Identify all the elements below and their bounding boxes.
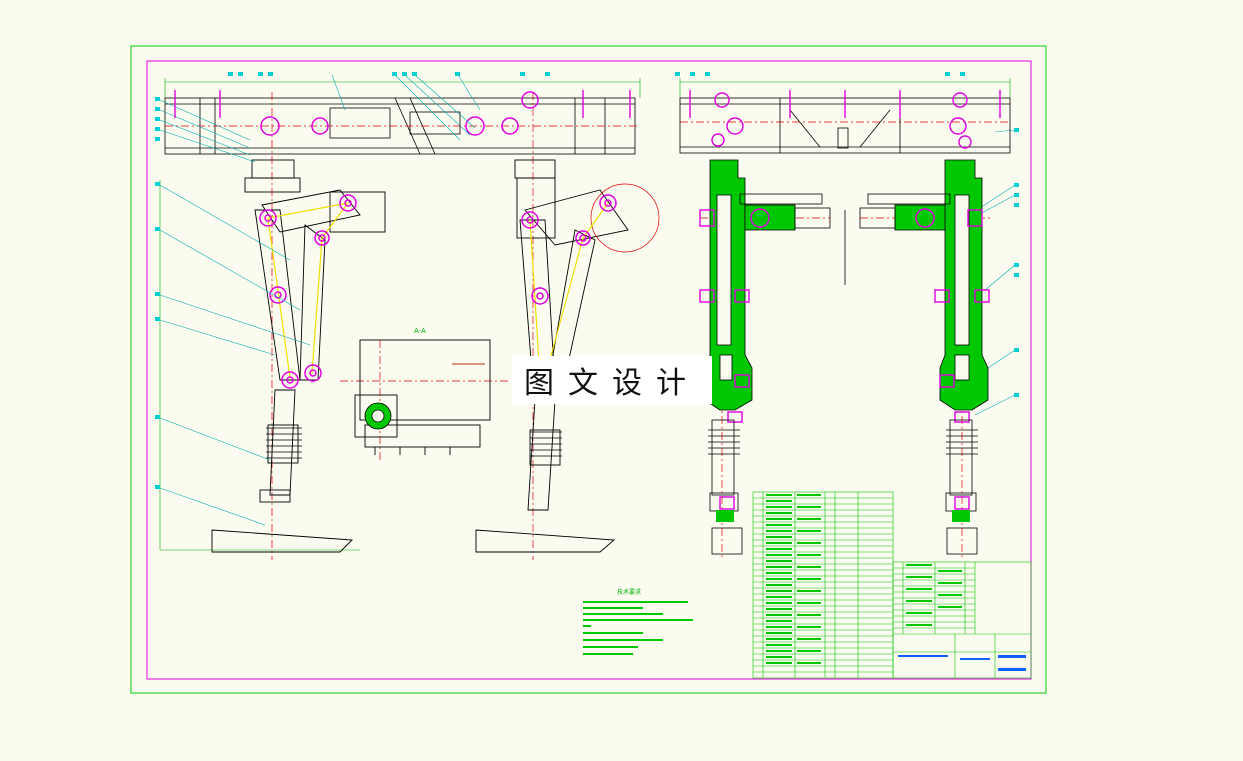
left-leg-spring — [266, 427, 302, 459]
section-a-a — [354, 339, 491, 455]
parts-list-entries — [766, 494, 962, 664]
title-block-marks — [898, 655, 1026, 671]
right-leg-spring — [530, 431, 562, 457]
front-view-top-beam — [164, 97, 636, 155]
dimension-lines — [159, 78, 1011, 551]
outer-frame — [130, 45, 1047, 694]
notes-body — [583, 601, 693, 655]
side-view-columns — [704, 159, 989, 411]
section-a-a-bearing — [364, 402, 392, 430]
section-label: A-A — [414, 327, 426, 335]
balloon-tags — [155, 72, 1019, 489]
side-view-arms — [739, 193, 951, 285]
side-view-lower-legs — [708, 419, 978, 555]
watermark: 图文设计 — [512, 356, 712, 404]
parts-list — [752, 491, 1032, 679]
joint-pins — [259, 91, 617, 389]
left-leg-links — [267, 202, 349, 379]
notes-title: 技术要求 — [617, 588, 641, 596]
leader-lines — [159, 74, 1016, 526]
centerlines — [165, 92, 1010, 560]
inner-frame — [146, 60, 1032, 680]
front-view-leg-left — [211, 159, 386, 553]
side-view-bolts — [174, 90, 1001, 510]
side-view-lower-hatch — [716, 510, 970, 522]
